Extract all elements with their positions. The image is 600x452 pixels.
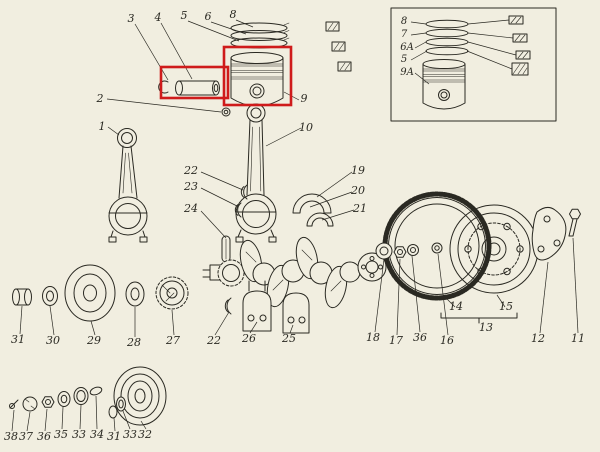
callout-36b: 36 bbox=[37, 430, 51, 443]
callout-29: 29 bbox=[86, 334, 101, 347]
callout-5: 5 bbox=[181, 9, 188, 22]
callout-36a: 36 bbox=[413, 331, 427, 344]
callout-inset-5: 5 bbox=[401, 54, 407, 65]
callout-19: 19 bbox=[351, 164, 365, 177]
piston-ring-stack bbox=[230, 22, 290, 49]
callout-23: 23 bbox=[183, 180, 198, 193]
callout-15: 15 bbox=[499, 300, 513, 313]
crankshaft bbox=[202, 236, 387, 309]
hub-plug bbox=[108, 405, 118, 419]
callout-9: 9 bbox=[301, 92, 308, 105]
callout-31a: 31 bbox=[11, 333, 25, 346]
rod-bush-screw bbox=[221, 107, 231, 117]
inset-detail-box bbox=[390, 7, 557, 122]
callout-28: 28 bbox=[126, 336, 141, 349]
spacer-washer bbox=[125, 281, 145, 307]
callout-32: 32 bbox=[138, 428, 152, 441]
main-bearing-caps bbox=[224, 280, 310, 334]
callout-21: 21 bbox=[352, 202, 367, 215]
crank-pulley bbox=[64, 264, 116, 322]
callout-31b: 31 bbox=[107, 430, 121, 443]
callout-20: 20 bbox=[350, 184, 365, 197]
callout-27: 27 bbox=[165, 334, 180, 347]
callout-10: 10 bbox=[299, 121, 313, 134]
callout-11: 11 bbox=[571, 332, 585, 345]
inset-ring-set bbox=[425, 19, 469, 56]
mount-bolt bbox=[568, 208, 581, 237]
washer bbox=[57, 391, 71, 407]
front-pulley-group bbox=[12, 264, 189, 322]
inset-piston bbox=[422, 59, 466, 110]
piston bbox=[230, 52, 284, 107]
pilot-bush bbox=[431, 242, 443, 254]
callout-2: 2 bbox=[96, 92, 104, 105]
highlight-box-piston-pin bbox=[159, 65, 230, 100]
callout-8: 8 bbox=[230, 8, 237, 21]
rear-small-parts bbox=[375, 242, 419, 260]
nut bbox=[393, 246, 407, 258]
callout-37: 37 bbox=[19, 430, 33, 443]
callout-24: 24 bbox=[183, 202, 198, 215]
callout-14: 14 bbox=[449, 300, 463, 313]
callout-12: 12 bbox=[531, 332, 545, 345]
callout-3: 3 bbox=[128, 12, 135, 25]
callout-33b: 33 bbox=[123, 428, 137, 441]
callout-16: 16 bbox=[440, 334, 454, 347]
ring-cross-sections bbox=[325, 21, 352, 72]
callout-38: 38 bbox=[4, 430, 18, 443]
hand-crank-parts bbox=[9, 366, 167, 426]
callout-labels: 3 4 5 6 8 2 1 9 10 22 23 24 19 20 21 8 7… bbox=[4, 8, 585, 443]
cup-plug bbox=[12, 288, 20, 306]
callout-inset-9a: 9A bbox=[400, 67, 414, 78]
callout-26: 26 bbox=[241, 332, 256, 345]
callout-17: 17 bbox=[389, 334, 403, 347]
callout-25: 25 bbox=[281, 332, 296, 345]
callout-22b: 22 bbox=[206, 334, 221, 347]
washer bbox=[407, 244, 419, 256]
inset-ring-sections bbox=[508, 15, 531, 76]
ring bbox=[73, 387, 89, 405]
thrust-washers bbox=[292, 193, 334, 227]
callout-34: 34 bbox=[90, 428, 104, 441]
ring bbox=[116, 396, 126, 412]
callout-13: 13 bbox=[479, 321, 493, 334]
callout-inset-7: 7 bbox=[401, 29, 408, 40]
key bbox=[89, 386, 103, 396]
connecting-rod-center bbox=[235, 103, 277, 243]
callout-1: 1 bbox=[99, 120, 106, 133]
piston-pin bbox=[158, 80, 220, 96]
callout-inset-8: 8 bbox=[401, 16, 407, 27]
flywheel-bracket bbox=[440, 312, 518, 324]
callout-inset-6a: 6A bbox=[400, 42, 414, 53]
belt-pulley bbox=[113, 366, 167, 426]
callout-4: 4 bbox=[154, 11, 162, 24]
callout-6: 6 bbox=[205, 10, 212, 23]
cover-plate bbox=[531, 206, 567, 261]
rod-bearing-shells bbox=[221, 184, 248, 263]
callout-35: 35 bbox=[54, 428, 68, 441]
timing-gear bbox=[155, 276, 189, 310]
callout-30: 30 bbox=[46, 334, 60, 347]
washer bbox=[42, 286, 58, 306]
ratchet bbox=[22, 396, 38, 412]
callout-33a: 33 bbox=[72, 428, 86, 441]
pin-snap-ring bbox=[158, 80, 169, 94]
pilot-bearing bbox=[375, 242, 393, 260]
highlight-box-piston bbox=[222, 45, 293, 107]
nut bbox=[41, 396, 55, 408]
flywheel bbox=[449, 204, 539, 294]
leader-lines bbox=[11, 19, 579, 432]
connecting-rod-left bbox=[108, 128, 148, 243]
callout-18: 18 bbox=[366, 331, 380, 344]
callout-22a: 22 bbox=[183, 164, 198, 177]
